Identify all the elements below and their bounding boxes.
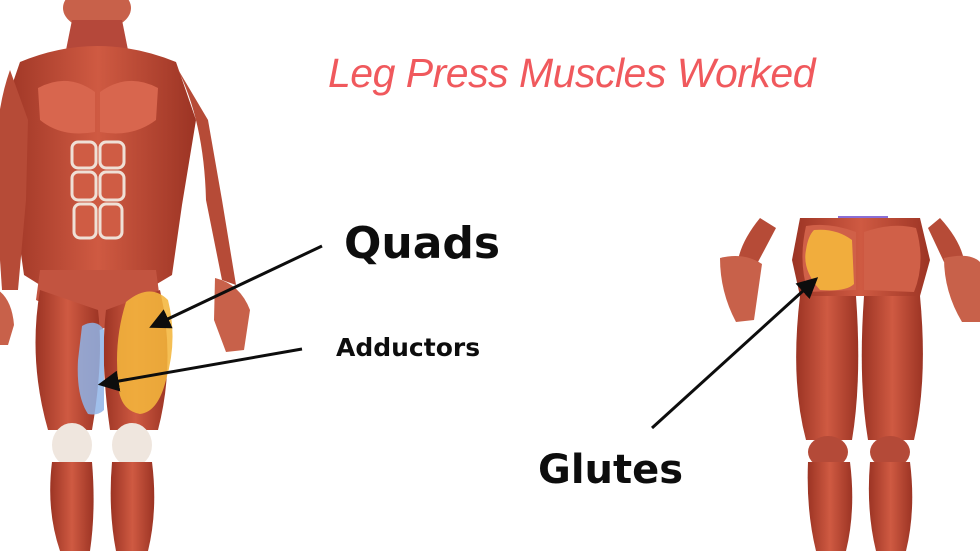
adductors-highlight xyxy=(77,322,104,415)
front-body-figure xyxy=(0,0,250,551)
adductors-label: Adductors xyxy=(336,333,481,362)
glutes-arrow xyxy=(650,277,819,430)
back-body-figure xyxy=(720,216,980,551)
glutes-label: Glutes xyxy=(538,447,684,493)
quads-arrow xyxy=(149,244,323,329)
quads-label: Quads xyxy=(344,218,501,269)
glutes-highlight xyxy=(805,229,854,291)
diagram-title: Leg Press Muscles Worked xyxy=(328,50,816,96)
adductors-arrow xyxy=(97,347,303,392)
